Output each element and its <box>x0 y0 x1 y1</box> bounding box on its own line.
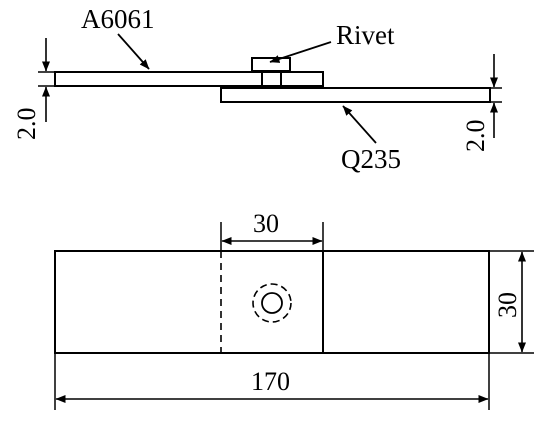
q235-label: Q235 <box>341 144 401 174</box>
overlap-width-label: 30 <box>253 209 279 238</box>
rivet-plan-inner <box>261 292 283 314</box>
a6061-leader <box>117 33 150 70</box>
a6061-plate <box>54 71 324 87</box>
left-thickness-label: 2.0 <box>12 108 41 141</box>
a6061-label: A6061 <box>81 4 155 34</box>
right-thickness-label: 2.0 <box>461 120 490 153</box>
rivet-label: Rivet <box>336 20 395 50</box>
q235-leader <box>342 105 377 144</box>
rivet-head <box>251 57 291 72</box>
total-length-label: 170 <box>251 367 290 396</box>
plan-outline <box>54 250 490 354</box>
plan-view <box>54 222 534 410</box>
rivet-plan-outer <box>252 283 292 323</box>
rivet-leader <box>269 41 332 63</box>
rivet-shank <box>261 71 282 89</box>
q235-plate <box>220 87 491 103</box>
side-view <box>38 33 502 144</box>
height-label: 30 <box>493 292 522 318</box>
